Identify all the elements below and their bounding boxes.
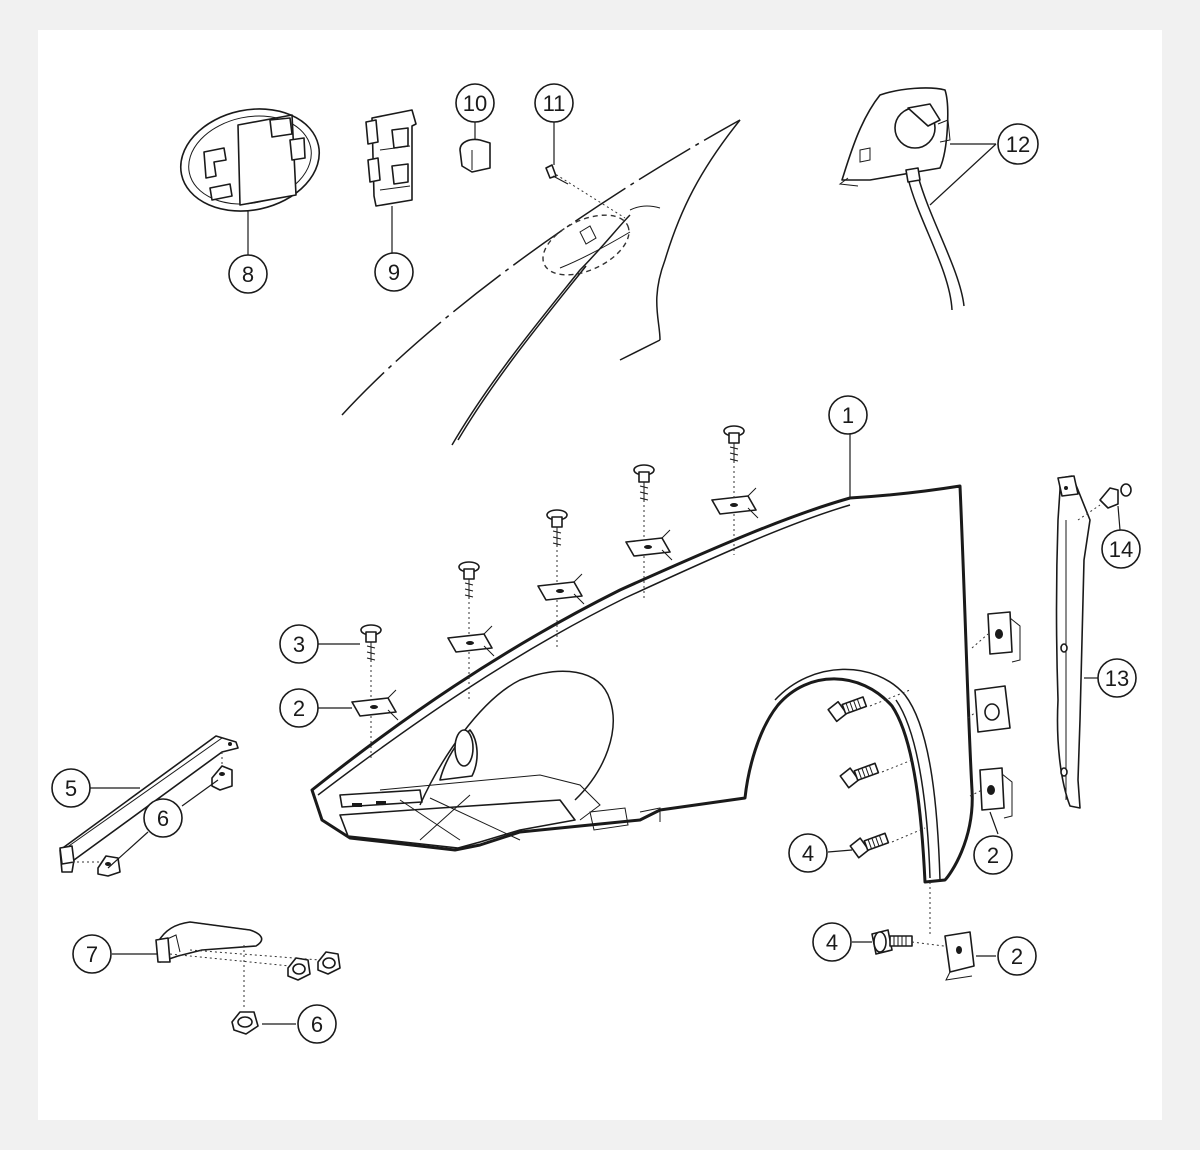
callout-label-12: 12 [1006, 132, 1030, 157]
lower-bolt-and-clip [852, 882, 996, 981]
callout-label-5: 5 [65, 776, 77, 801]
callout-10: 10 [455, 83, 495, 123]
fender-seal-strip [1055, 475, 1098, 809]
screw-1 [360, 624, 382, 662]
fuel-filler-housing [838, 87, 997, 311]
callout-label-4: 4 [802, 841, 814, 866]
callout-label-9: 9 [388, 260, 400, 285]
callout-label-3: 3 [293, 632, 305, 657]
callout-1: 1 [828, 395, 868, 435]
callout-8: 8 [228, 254, 268, 294]
callout-label-14: 14 [1109, 537, 1133, 562]
callouts: 1 2 2 2 3 4 4 5 6 6 7 8 9 10 11 12 13 14 [51, 83, 1141, 1044]
vehicle-body-outline [341, 119, 741, 446]
fuel-door-hinge [365, 109, 417, 258]
fuel-filler-door [179, 108, 321, 258]
fender-bracket [112, 921, 321, 1010]
screw-3 [546, 509, 568, 547]
callout-12: 12 [997, 123, 1039, 165]
callout-7: 7 [72, 934, 112, 974]
fuel-door-clip [459, 122, 491, 173]
callout-label-11: 11 [543, 91, 566, 116]
screw-clip-dashed-lines [370, 466, 735, 760]
callout-label-8: 8 [242, 262, 254, 287]
callout-9: 9 [374, 252, 414, 292]
callout-2-top: 2 [279, 688, 319, 728]
callout-11: 11 [534, 83, 574, 123]
callout-leaders-upper [318, 643, 360, 709]
callout-label-6: 6 [311, 1012, 323, 1037]
callout-2-arch: 2 [973, 835, 1013, 875]
callout-label-1: 1 [842, 403, 854, 428]
diagram-canvas: 1 2 2 2 3 4 4 5 6 6 7 8 9 10 11 12 13 14 [38, 30, 1162, 1120]
callout-label-4: 4 [826, 930, 838, 955]
callout-13: 13 [1097, 658, 1137, 698]
screw-4 [633, 464, 655, 502]
front-fender [310, 432, 974, 884]
screw-2 [458, 561, 480, 599]
wheel-arch-rear-clips [967, 611, 1021, 835]
callout-label-2: 2 [293, 696, 305, 721]
exploded-parts-diagram: 1 2 2 2 3 4 4 5 6 6 7 8 9 10 11 12 13 14 [51, 83, 1141, 1044]
callout-label-10: 10 [463, 91, 487, 116]
fuel-door-detail [542, 171, 631, 276]
callout-6-brace: 6 [143, 798, 183, 838]
callout-3: 3 [279, 624, 319, 664]
fuel-door-screw [545, 122, 569, 185]
brace-nuts [72, 752, 233, 877]
callout-5: 5 [51, 768, 91, 808]
callout-label-2: 2 [1011, 944, 1023, 969]
callout-label-6: 6 [157, 806, 169, 831]
callout-6-bracket: 6 [297, 1004, 337, 1044]
callout-2-lower: 2 [997, 936, 1037, 976]
callout-14: 14 [1101, 529, 1141, 569]
callout-label-13: 13 [1105, 666, 1129, 691]
fender-top-clips [351, 487, 759, 721]
fender-top-screws [360, 425, 745, 662]
callout-4-arch: 4 [788, 833, 828, 873]
wheel-arch-bolts [827, 689, 926, 859]
screw-5 [723, 425, 745, 463]
push-pin [1077, 483, 1132, 531]
callout-label-7: 7 [86, 942, 98, 967]
bracket-nuts [231, 951, 341, 1035]
callout-label-2: 2 [987, 843, 999, 868]
callout-4-lower: 4 [812, 922, 852, 962]
